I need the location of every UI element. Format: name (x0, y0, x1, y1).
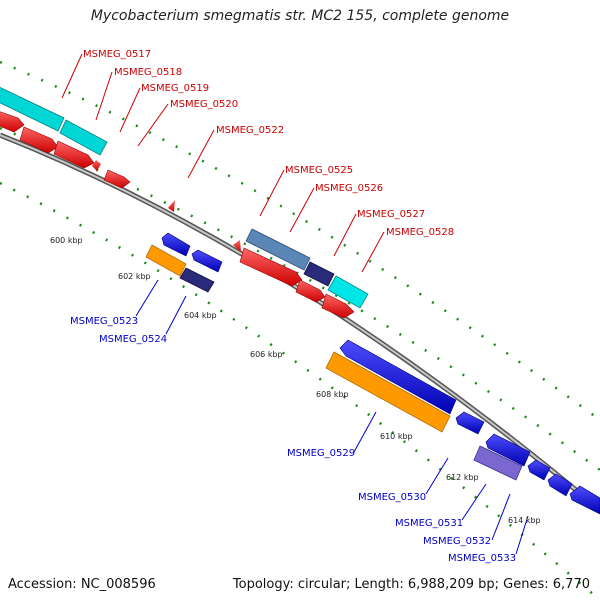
gene-MSMEG_0522b-arrow[interactable] (233, 240, 241, 252)
guide-arc-outer-2 (0, 126, 600, 472)
reverse-features (145, 232, 600, 515)
gene-label-MSMEG_0529[interactable]: MSMEG_0529 (287, 448, 355, 459)
map-title: Mycobacterium smegmatis str. MC2 155, co… (90, 8, 510, 24)
gene-label-MSMEG_0518[interactable]: MSMEG_0518 (114, 67, 182, 78)
gene-label-MSMEG_0522[interactable]: MSMEG_0522 (216, 125, 284, 136)
gene-MSMEG_0525-feature[interactable] (245, 228, 311, 271)
gene-label-MSMEG_0528[interactable]: MSMEG_0528 (386, 227, 454, 238)
gene-MSMEG_0520b-arrow[interactable] (103, 169, 131, 189)
tick-label-606: 606 kbp (250, 350, 283, 359)
leader-lines-reverse (135, 279, 529, 555)
leader-MSMEG_0518 (95, 71, 113, 121)
gene-label-MSMEG_0524[interactable]: MSMEG_0524 (99, 334, 167, 345)
leader-MSMEG_0533 (515, 515, 529, 555)
gene-label-MSMEG_0517[interactable]: MSMEG_0517 (83, 49, 151, 60)
gene-label-MSMEG_0527[interactable]: MSMEG_0527 (357, 209, 425, 220)
forward-labels: MSMEG_0517 MSMEG_0518 MSMEG_0519 MSMEG_0… (83, 49, 454, 238)
accession-text: Accession: NC_008596 (8, 577, 156, 592)
tick-label-608: 608 kbp (316, 390, 349, 399)
gene-MSMEG_0529-arrow[interactable] (339, 339, 457, 415)
backbone-line-inner (0, 134, 600, 511)
leader-MSMEG_0523 (135, 279, 159, 317)
gene-MSMEG_0518-arrow[interactable] (19, 126, 59, 154)
gene-MSMEG_0527-feature[interactable] (327, 275, 369, 309)
leader-MSMEG_0517 (61, 53, 83, 99)
tick-labels: 600 kbp 602 kbp 604 kbp 606 kbp 608 kbp … (50, 236, 541, 525)
tick-label-614: 614 kbp (508, 516, 541, 525)
tick-label-602: 602 kbp (118, 272, 151, 281)
leader-MSMEG_0526 (289, 187, 315, 233)
gene-label-MSMEG_0526[interactable]: MSMEG_0526 (315, 183, 383, 194)
gene-MSMEG_0530-arrow[interactable] (455, 411, 485, 435)
gene-MSMEG_0529-feature[interactable] (325, 351, 451, 433)
leader-lines-forward (61, 53, 385, 273)
leader-MSMEG_0522 (187, 129, 215, 179)
gene-label-MSMEG_0519[interactable]: MSMEG_0519 (141, 83, 209, 94)
gene-MSMEG_0531-feature[interactable] (473, 445, 523, 481)
leader-MSMEG_0527 (333, 213, 357, 257)
gene-label-MSMEG_0533[interactable]: MSMEG_0533 (448, 553, 516, 564)
gene-label-MSMEG_0525[interactable]: MSMEG_0525 (285, 165, 353, 176)
gene-MSMEG_0517-feature[interactable] (0, 85, 65, 132)
gene-MSMEG_0522-arrow[interactable] (168, 200, 175, 212)
leader-MSMEG_0525 (259, 169, 285, 217)
tick-label-612: 612 kbp (446, 473, 479, 482)
gene-MSMEG_0517-arrow[interactable] (0, 110, 25, 133)
guide-arc-inner-1 (0, 181, 600, 600)
gene-MSMEG_0532-arrow[interactable] (527, 459, 551, 481)
gene-MSMEG_0525-arrow[interactable] (239, 247, 303, 287)
gene-MSMEG_0533-arrow[interactable] (547, 473, 573, 497)
leader-MSMEG_0532 (491, 493, 511, 541)
forward-features (0, 85, 369, 319)
gene-MSMEG_0526-arrow[interactable] (295, 279, 326, 303)
leader-MSMEG_0524 (165, 295, 187, 335)
topology-text: Topology: circular; Length: 6,988,209 bp… (232, 577, 590, 592)
leader-MSMEG_0528 (361, 231, 385, 273)
gene-MSMEG_0524-feature[interactable] (179, 267, 215, 293)
leader-MSMEG_0529 (353, 411, 377, 453)
gene-MSMEG_0518-feature[interactable] (59, 119, 108, 156)
leader-MSMEG_0519 (119, 87, 141, 133)
reverse-labels: MSMEG_0523 MSMEG_0524 MSMEG_0529 MSMEG_0… (70, 316, 516, 564)
gene-MSMEG_0520-arrow[interactable] (92, 160, 101, 171)
gene-label-MSMEG_0520[interactable]: MSMEG_0520 (170, 99, 238, 110)
leader-MSMEG_0530 (425, 457, 449, 495)
genome-backbone (0, 132, 600, 512)
gene-MSMEG_0523-arrow[interactable] (161, 232, 191, 257)
gene-label-MSMEG_0531[interactable]: MSMEG_0531 (395, 518, 463, 529)
gene-label-MSMEG_0530[interactable]: MSMEG_0530 (358, 492, 426, 503)
gene-label-MSMEG_0523[interactable]: MSMEG_0523 (70, 316, 138, 327)
gene-label-MSMEG_0532[interactable]: MSMEG_0532 (423, 536, 491, 547)
tick-label-610: 610 kbp (380, 432, 413, 441)
gene-MSMEG_0524-arrow[interactable] (191, 249, 223, 273)
leader-MSMEG_0531 (461, 483, 487, 521)
gene-MSMEG_0519-arrow[interactable] (53, 140, 95, 169)
guide-arc-outer-1 (0, 60, 600, 422)
gene-MSMEG_0526-feature[interactable] (303, 261, 335, 287)
leader-MSMEG_0520 (137, 103, 169, 147)
gene-MSMEG_0523-feature[interactable] (145, 244, 187, 277)
tick-label-600: 600 kbp (50, 236, 83, 245)
gene-MSMEG_0534-arrow[interactable] (569, 485, 600, 515)
tick-label-604: 604 kbp (184, 311, 217, 320)
gene-MSMEG_0530b-arrow[interactable] (485, 433, 531, 467)
gene-MSMEG_0528-arrow[interactable] (321, 293, 355, 319)
